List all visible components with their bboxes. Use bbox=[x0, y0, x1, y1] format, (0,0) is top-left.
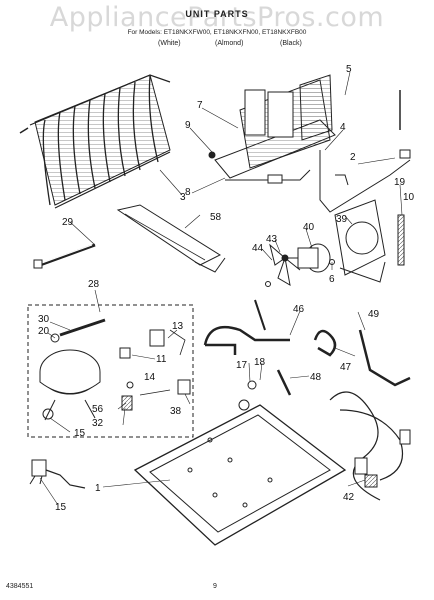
callout-13: 14 bbox=[144, 372, 156, 383]
document-number: 4384551 bbox=[6, 583, 34, 590]
callout-3: 3 bbox=[180, 192, 186, 203]
callout-8: 8 bbox=[185, 187, 191, 198]
machine-compartment-base bbox=[133, 404, 347, 546]
callout-9: 9 bbox=[185, 120, 191, 131]
callout-11: 11 bbox=[156, 354, 167, 365]
callout-56: 56 bbox=[92, 404, 104, 415]
callout-28: 28 bbox=[88, 279, 100, 290]
defrost-heater-probe bbox=[33, 243, 96, 269]
callout-18: 18 bbox=[254, 357, 266, 368]
compressor-kit-box bbox=[27, 304, 194, 438]
callout-10: 10 bbox=[403, 192, 415, 203]
callout-17: 17 bbox=[236, 360, 248, 371]
callout-30: 29 bbox=[62, 217, 74, 228]
leader-lines bbox=[39, 71, 403, 506]
condenser-fan-shroud bbox=[334, 199, 386, 283]
finish-black: (Black) bbox=[280, 40, 302, 47]
evaporator-coil bbox=[19, 74, 171, 209]
callout-5: 5 bbox=[346, 64, 352, 75]
page-number: 9 bbox=[213, 583, 217, 590]
callout-12: 13 bbox=[172, 321, 184, 332]
callout-38: 38 bbox=[170, 406, 182, 417]
callout-20: 20 bbox=[38, 326, 50, 337]
callout-46: 46 bbox=[293, 304, 305, 315]
callout-6: 6 bbox=[329, 274, 335, 285]
callout-48: 48 bbox=[310, 372, 322, 383]
finish-white: (White) bbox=[158, 40, 181, 47]
callout-14: 15 bbox=[74, 428, 86, 439]
callout-58: 58 bbox=[210, 212, 222, 223]
finish-almond: (Almond) bbox=[215, 40, 244, 47]
model-list: For Models: ET18NKXFW00, ET18NKXFN00, ET… bbox=[127, 29, 307, 36]
callout-49: 49 bbox=[368, 309, 380, 320]
watermark: AppliancePartsPros.com bbox=[49, 2, 385, 33]
compressor-electrical-parts bbox=[119, 329, 191, 411]
wire-harness bbox=[329, 391, 411, 501]
fan-bracket-assembly bbox=[208, 74, 336, 184]
callout-44: 44 bbox=[252, 243, 264, 254]
defrost-wiring bbox=[319, 90, 411, 266]
callout-15: 15 bbox=[55, 502, 67, 513]
callout-47: 47 bbox=[340, 362, 352, 373]
refrigerant-tubing bbox=[203, 299, 411, 411]
diagram-title: UNIT PARTS bbox=[185, 9, 249, 19]
callout-43: 43 bbox=[266, 234, 278, 245]
callout-2: 2 bbox=[350, 152, 356, 163]
callout-42: 42 bbox=[343, 492, 355, 503]
callout-29: 30 bbox=[38, 314, 50, 325]
drain-trough bbox=[116, 204, 226, 273]
callout-4: 4 bbox=[340, 122, 346, 133]
condenser-fan-motor bbox=[265, 243, 335, 287]
callout-19: 19 bbox=[394, 177, 406, 188]
callout-labels: 5 7 9 4 2 19 10 8 3 29 58 39 40 43 44 6 … bbox=[38, 64, 415, 513]
callout-39: 39 bbox=[336, 214, 348, 225]
power-cord-plug bbox=[29, 459, 86, 489]
callout-40: 40 bbox=[303, 222, 315, 233]
callout-32: 32 bbox=[92, 418, 104, 429]
callout-1: 1 bbox=[95, 483, 101, 494]
callout-7: 7 bbox=[197, 100, 203, 111]
compressor bbox=[39, 318, 106, 421]
